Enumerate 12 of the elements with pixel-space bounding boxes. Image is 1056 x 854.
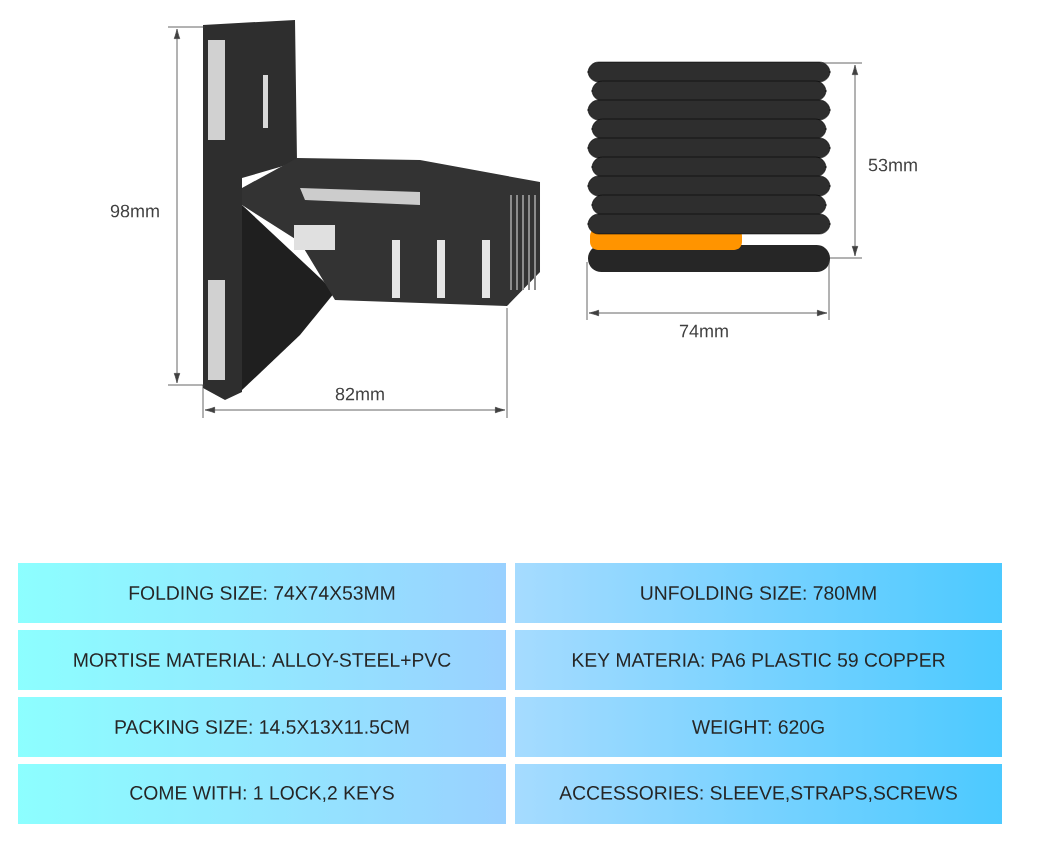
table-cell: WEIGHT: 620G — [692, 720, 824, 734]
table-cell: FOLDING SIZE: 74X74X53MM — [129, 586, 395, 600]
table-cell: KEY MATERIA: PA6 PLASTIC 59 COPPER — [572, 653, 945, 667]
table-cell: PACKING SIZE: 14.5X13X11.5CM — [115, 720, 409, 734]
dimension-label: 53mm — [868, 158, 917, 172]
dimension-label: 98mm — [110, 204, 159, 218]
dimension-label: 74mm — [679, 324, 728, 338]
table-cell: ACCESSORIES: SLEEVE,STRAPS,SCREWS — [559, 786, 957, 802]
table-cell: UNFOLDING SIZE: 780MM — [641, 586, 876, 600]
table-cell: COME WITH: 1 LOCK,2 KEYS — [130, 786, 394, 802]
dimension-label: 82mm — [335, 387, 384, 401]
table-cell: MORTISE MATERIAL: ALLOY-STEEL+PVC — [74, 653, 451, 667]
